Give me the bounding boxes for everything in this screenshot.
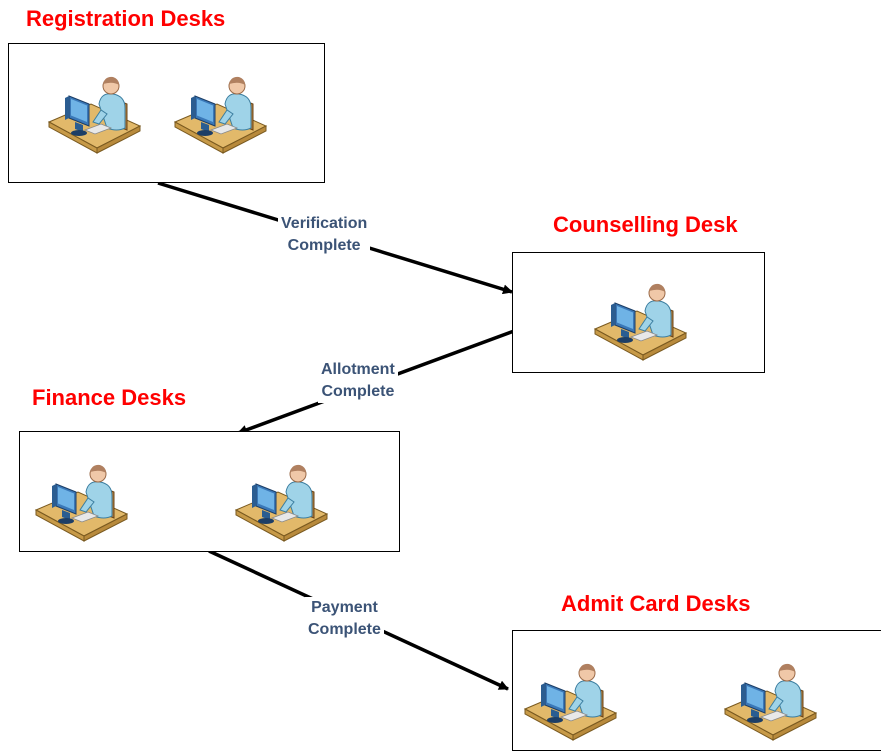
verification-label-line2: Complete <box>287 237 361 254</box>
registration-desks-box <box>8 43 325 183</box>
admit-card-desks-title: Admit Card Desks <box>561 591 751 616</box>
person-at-computer-icon <box>34 462 129 544</box>
person-at-computer-icon <box>47 74 142 156</box>
counselling-desk-box <box>512 252 765 373</box>
allotment-label-line2: Complete <box>321 383 395 400</box>
finance-desks-box <box>19 431 400 552</box>
person-at-computer-icon <box>234 462 329 544</box>
person-at-computer-icon <box>523 661 618 743</box>
person-at-computer-icon <box>723 661 818 743</box>
payment-label-line2: Complete <box>308 621 381 638</box>
person-at-computer-icon <box>173 74 268 156</box>
finance-desks-title: Finance Desks <box>32 385 187 410</box>
verification-label-line1: Verification <box>281 215 368 232</box>
payment-complete-label: Payment Complete <box>305 597 384 641</box>
allotment-complete-label: Allotment Complete <box>318 359 398 403</box>
verification-complete-label: Verification Complete <box>278 213 371 257</box>
person-at-computer-icon <box>593 281 688 363</box>
counselling-desk-title: Counselling Desk <box>553 212 738 237</box>
admit-card-desks-box <box>512 630 881 751</box>
allotment-label-line1: Allotment <box>321 361 395 378</box>
payment-label-line1: Payment <box>311 599 378 616</box>
registration-desks-title: Registration Desks <box>26 6 226 31</box>
